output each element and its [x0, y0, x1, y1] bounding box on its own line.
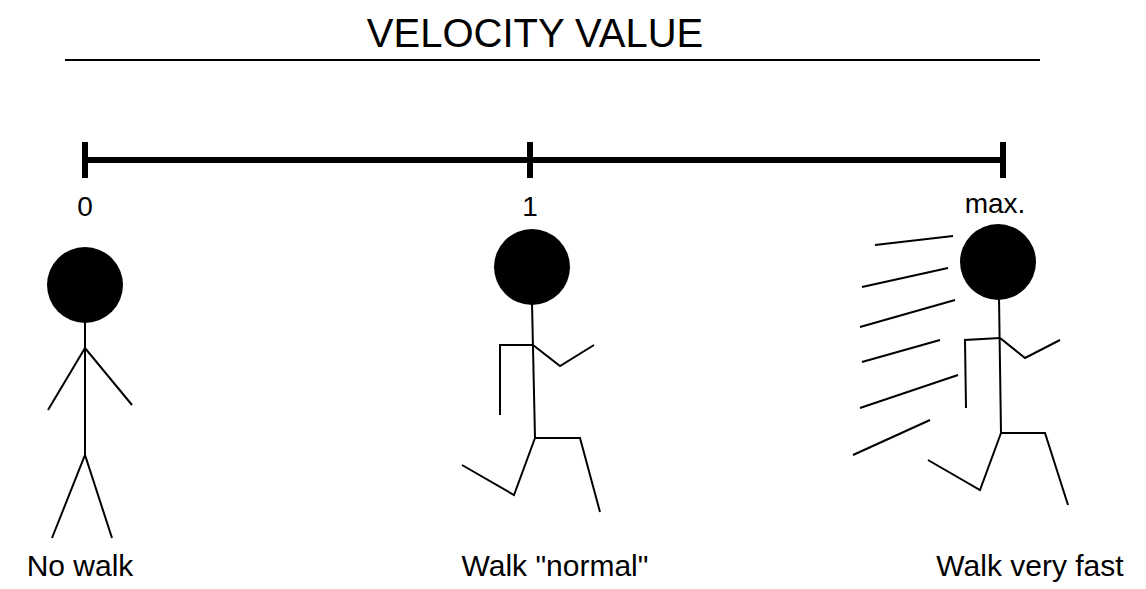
scale-value: max. [965, 188, 1026, 220]
figure-head [494, 229, 570, 305]
diagram-title: VELOCITY VALUE [367, 10, 703, 56]
figure-body [532, 303, 535, 438]
speed-line [860, 300, 955, 327]
standing-figure [47, 247, 132, 538]
speed-line [862, 340, 940, 362]
figure-arms [48, 348, 132, 410]
figure-head [960, 224, 1036, 300]
speed-line [853, 420, 930, 455]
scale-tick [527, 142, 533, 178]
scale-tick [82, 142, 88, 178]
figure-caption: Walk very fast [936, 549, 1123, 584]
velocity-scale [85, 142, 1003, 178]
figure-caption: No walk [27, 549, 134, 584]
title-rule-group [65, 60, 1040, 61]
figure-leg [1001, 433, 1068, 505]
figure-arm [500, 345, 533, 415]
figure-head [47, 247, 123, 323]
figure-caption: Walk "normal" [462, 549, 649, 584]
figure-legs [52, 455, 112, 538]
speed-line [875, 236, 953, 245]
speed-line [860, 375, 958, 408]
speed-line [862, 268, 948, 287]
figure-arm [533, 345, 594, 366]
figure-leg [535, 438, 600, 512]
figure-arm [965, 338, 1000, 408]
figure-body [999, 298, 1001, 433]
running-figure [853, 224, 1068, 505]
figure-arm [1000, 338, 1060, 358]
scale-value: 0 [77, 191, 93, 223]
title-underline [65, 59, 1040, 61]
figure-leg [462, 438, 535, 495]
scale-tick [1000, 142, 1006, 178]
scale-value: 1 [522, 191, 538, 223]
figure-leg [928, 433, 1001, 490]
figure-body [84, 322, 86, 455]
scale-line [85, 157, 1003, 163]
walking-figure [462, 229, 600, 512]
